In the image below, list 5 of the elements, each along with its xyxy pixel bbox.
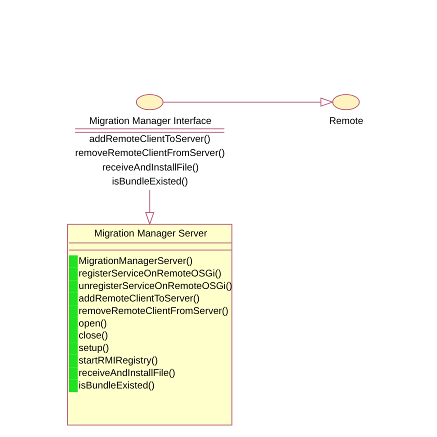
node-label: addRemoteClientToServer() [88, 134, 210, 145]
node-label: Remote [328, 116, 363, 128]
node-label: receiveAndInstallFile() [102, 162, 198, 174]
node-label: removeRemoteClientFromServer() [74, 148, 224, 160]
node-label: isBundleExisted() [111, 176, 188, 188]
